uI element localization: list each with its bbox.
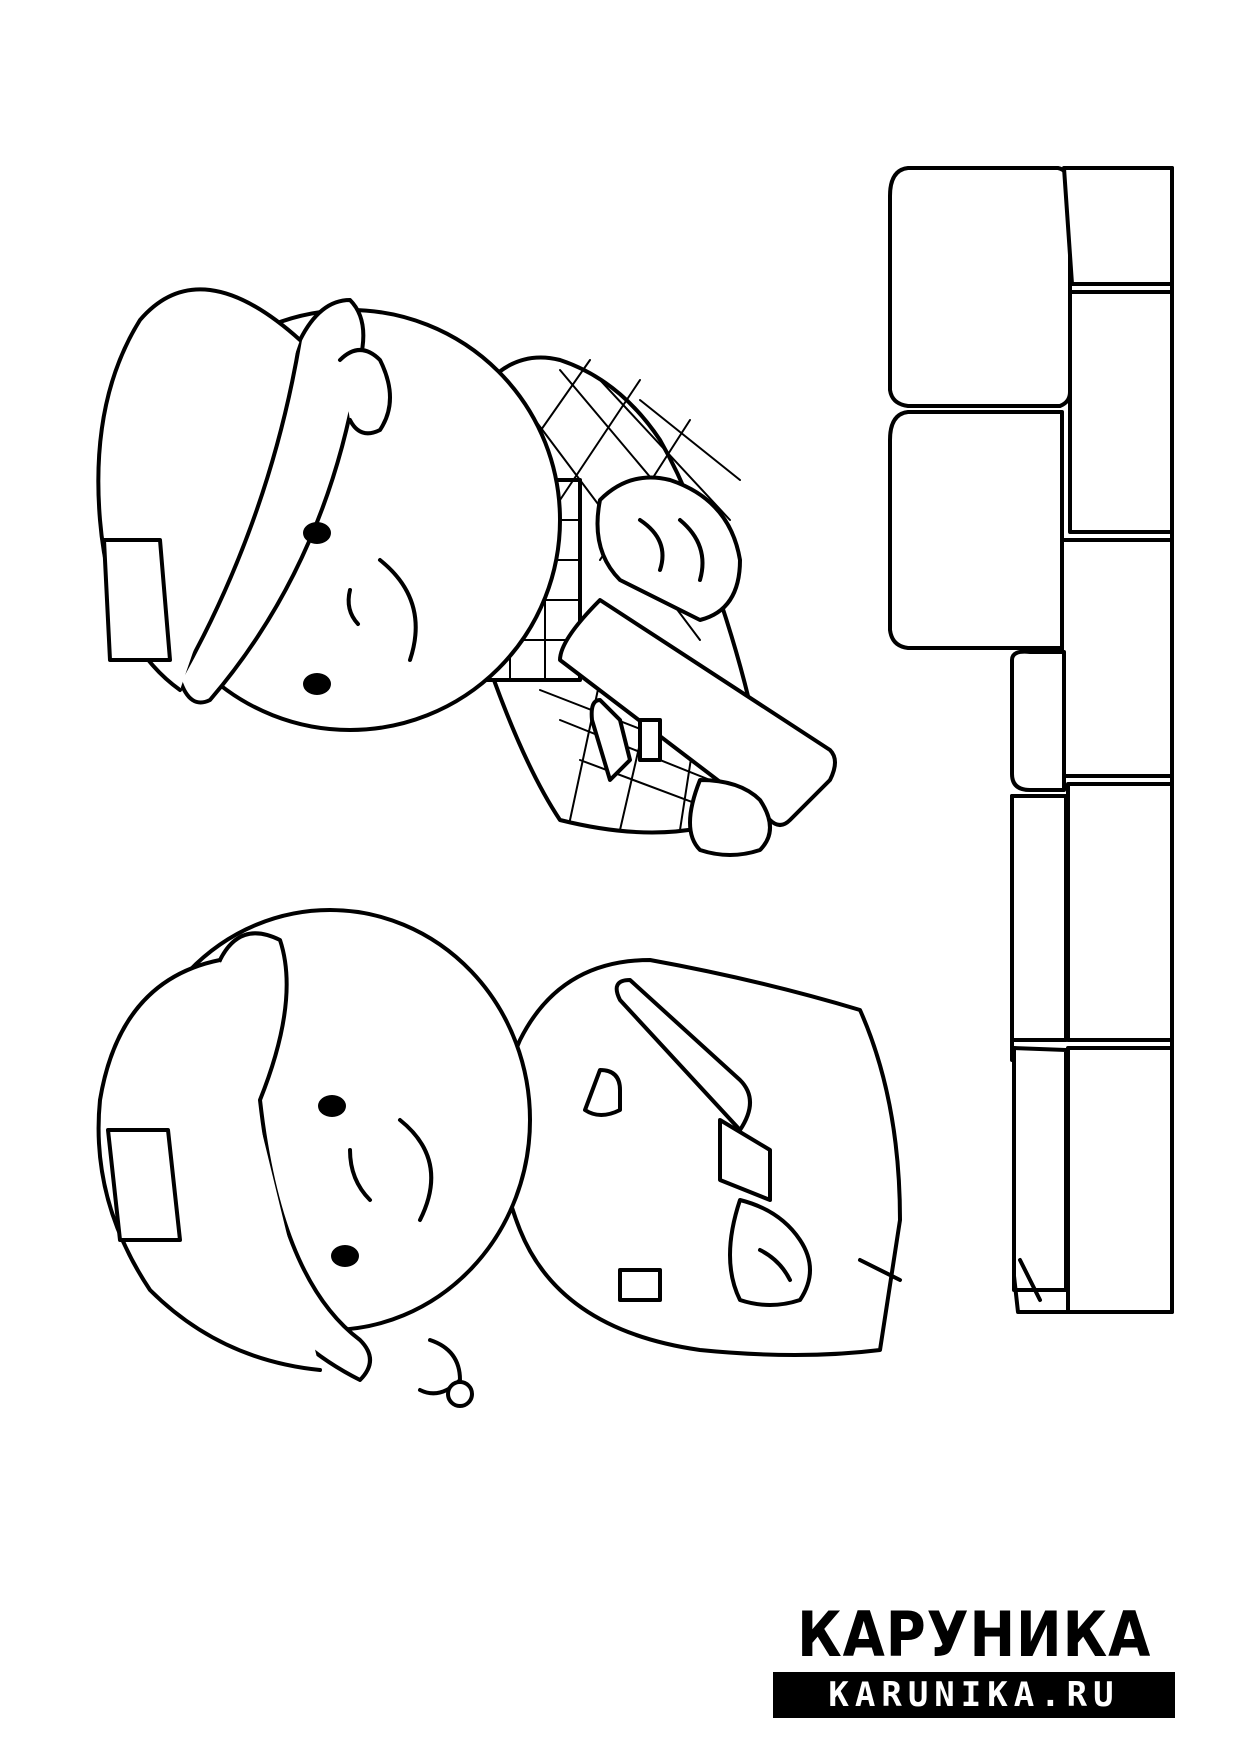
lower-builder: [96, 908, 902, 1408]
watermark-logo: КАРУНИКА KARUNIKA.RU: [773, 1602, 1175, 1720]
logo-title: КАРУНИКА: [797, 1598, 1152, 1671]
upper-builder: [96, 287, 837, 857]
logo-url: KARUNIKA.RU: [773, 1672, 1175, 1718]
brick-wall: [888, 166, 1174, 1314]
